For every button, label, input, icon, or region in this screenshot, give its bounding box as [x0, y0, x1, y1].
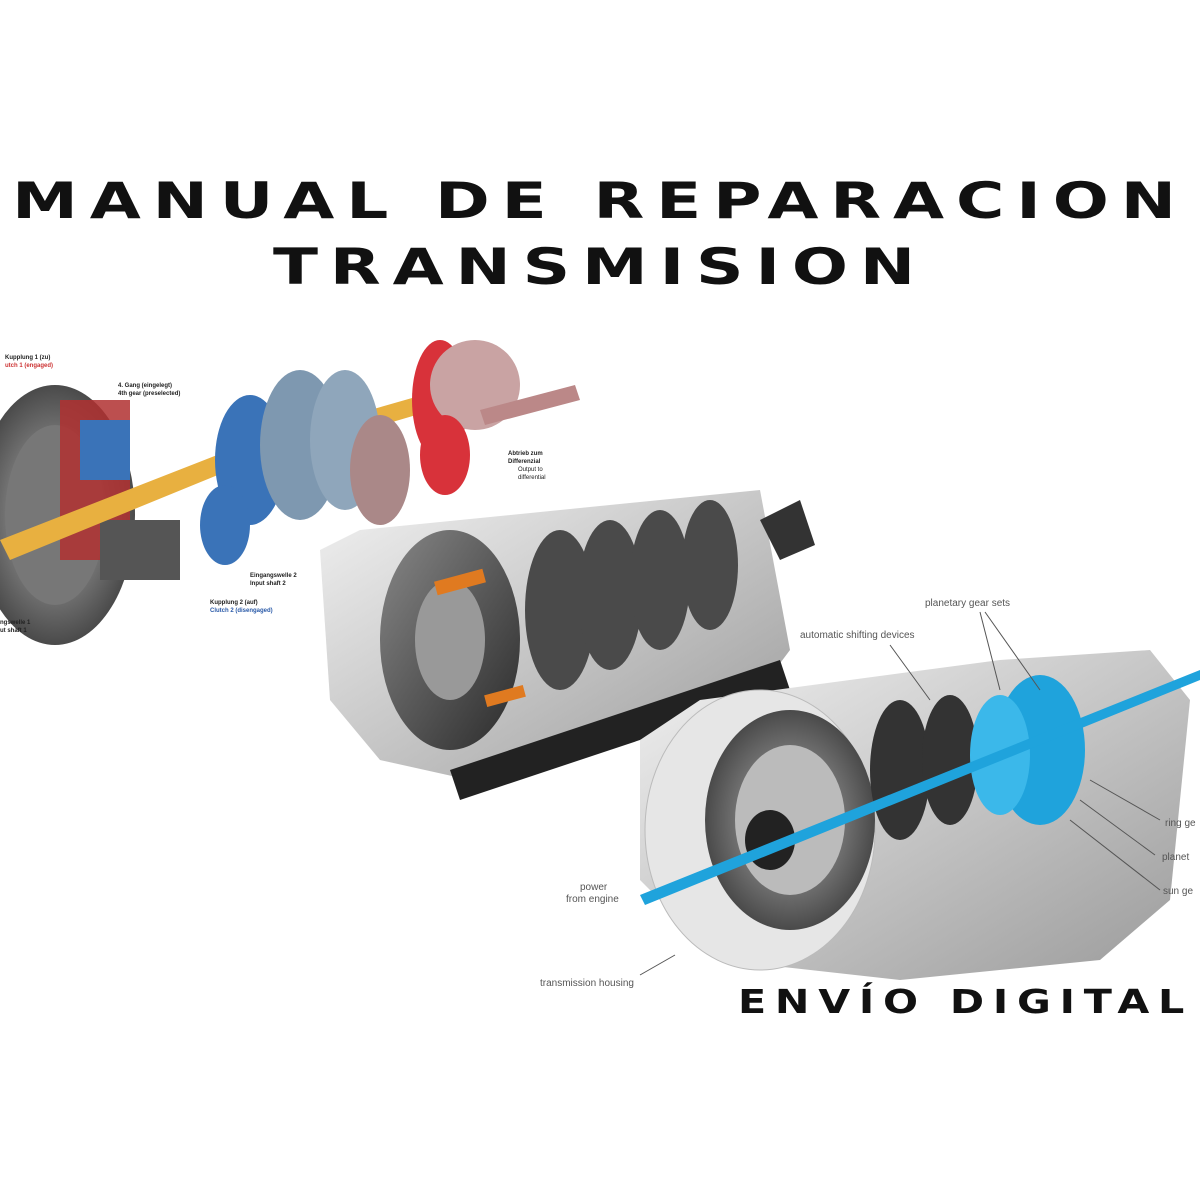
planetary-transmission-cutaway [640, 650, 1200, 980]
label-transmission-housing: transmission housing [540, 978, 634, 989]
label-gear4-en: 4th gear (preselected) [118, 391, 181, 397]
label-planet: planet [1162, 852, 1190, 863]
title-line-2: TRANSMISION [272, 238, 928, 296]
label-input2-de: Eingangswelle 2 [250, 573, 297, 579]
label-power: power [580, 882, 608, 893]
label-planetary-gear-sets: planetary gear sets [925, 598, 1011, 609]
dual-clutch-diagram [0, 340, 580, 645]
label-clutch1-en: utch 1 (engaged) [5, 363, 54, 369]
label-clutch1-de: Kupplung 1 (zu) [5, 355, 51, 361]
label-output-en2: differential [518, 475, 546, 481]
label-output-de2: Differenzial [508, 459, 541, 465]
leader-lines [639, 611, 1161, 976]
digital-shipping-text: ENVÍO DIGITAL [738, 982, 1194, 1021]
automatic-transmission-cutaway [320, 490, 815, 800]
label-clutch2-en: Clutch 2 (disengaged) [210, 608, 273, 614]
label-output-en1: Output to [518, 467, 543, 473]
label-input2-en: Input shaft 2 [250, 581, 286, 587]
label-ring-gear: ring ge [1165, 818, 1196, 829]
label-input1-en: ut shaft 1 [0, 628, 27, 634]
label-sun-gear: sun ge [1163, 886, 1194, 897]
label-automatic-shifting-devices: automatic shifting devices [800, 630, 915, 641]
label-from-engine: from engine [566, 894, 619, 905]
label-output-de1: Abtrieb zum [508, 451, 543, 457]
label-input1-de: ngswelle 1 [0, 620, 31, 626]
label-clutch2-de: Kupplung 2 (auf) [210, 600, 258, 606]
label-gear4-de: 4. Gang (eingelegt) [118, 383, 173, 389]
title-line-1: MANUAL DE REPARACION [12, 172, 1188, 230]
